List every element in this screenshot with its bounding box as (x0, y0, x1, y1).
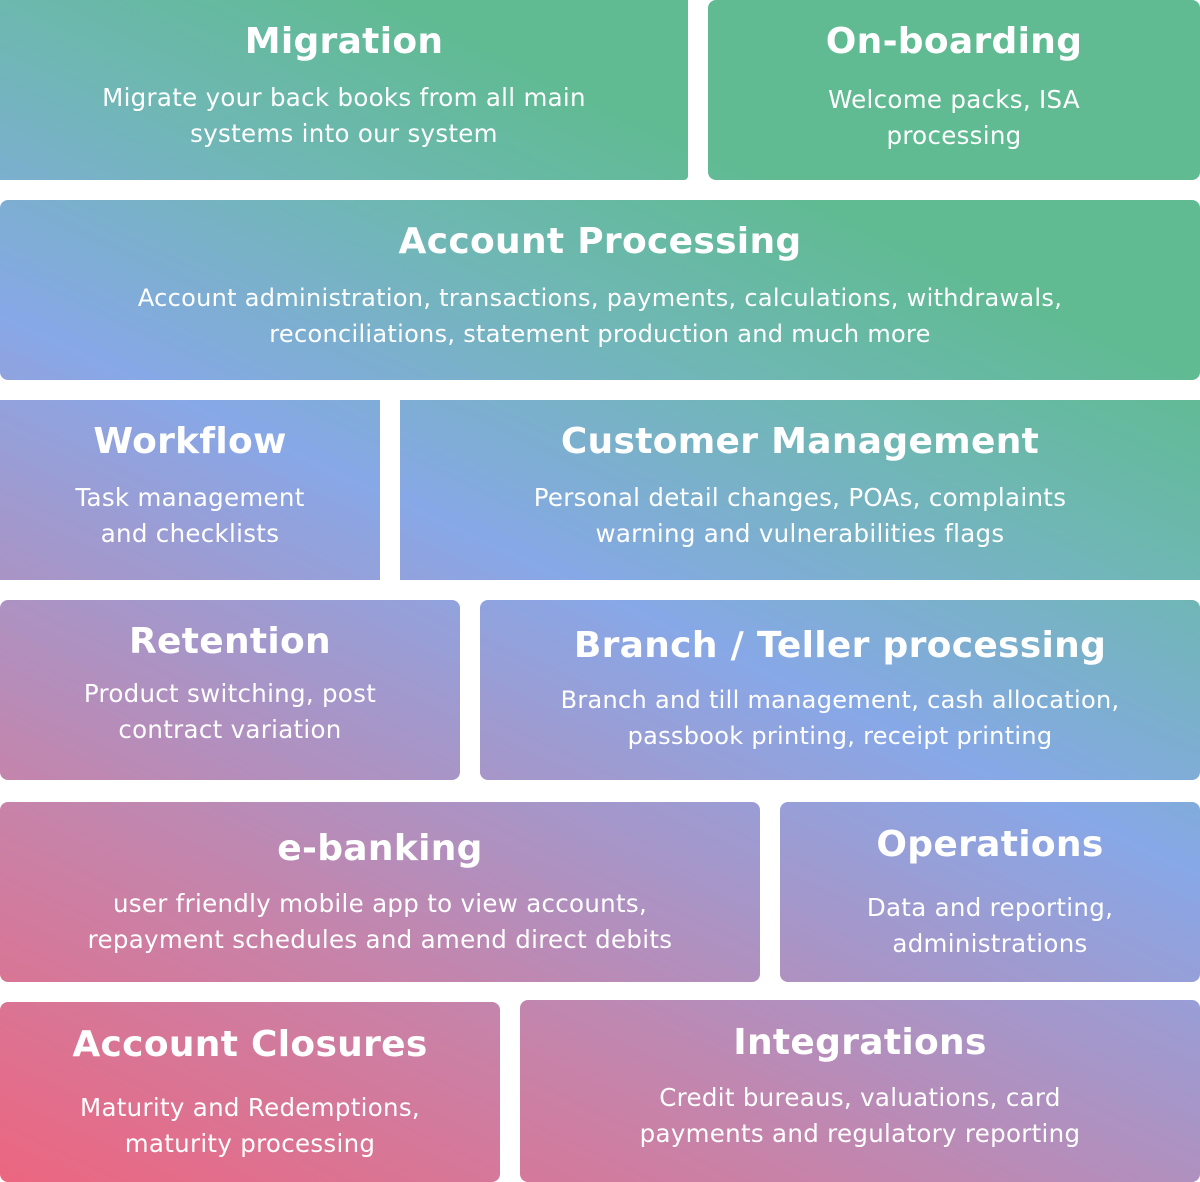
tile-title: Migration (244, 21, 444, 62)
tile-title: On-boarding (825, 21, 1083, 62)
tile-account-processing: Account Processing Account administratio… (0, 200, 1200, 380)
description-line: repayment schedules and amend direct deb… (87, 925, 673, 954)
description-line: Maturity and Redemptions, (80, 1093, 420, 1122)
description-line: contract variation (118, 715, 342, 744)
tile-title: Customer Management (560, 421, 1040, 462)
tile-description: Product switching, post contract variati… (0, 676, 460, 748)
tile-description: Maturity and Redemptions, maturity proce… (0, 1090, 500, 1162)
tile-title: Workflow (93, 421, 287, 462)
description-line: Task management (75, 483, 305, 512)
description-line: warning and vulnerabilities flags (595, 519, 1005, 548)
description-line: administrations (892, 929, 1088, 958)
description-line: reconciliations, statement production an… (269, 320, 931, 348)
tile-description: Account administration, transactions, pa… (0, 280, 1200, 352)
description-line: and checklists (100, 519, 280, 548)
tile-title: Integrations (733, 1022, 987, 1063)
description-line: Branch and till management, cash allocat… (560, 686, 1120, 714)
description-line: systems into our system (190, 119, 498, 148)
description-line: maturity processing (124, 1129, 376, 1158)
tile-title: e-banking (277, 828, 483, 869)
description-line: Credit bureaus, valuations, card (659, 1083, 1061, 1112)
tile-description: Personal detail changes, POAs, complaint… (400, 480, 1200, 552)
tile-workflow: Workflow Task management and checklists (0, 400, 380, 580)
description-line: Account administration, transactions, pa… (137, 284, 1063, 312)
tile-integrations: Integrations Credit bureaus, valuations,… (520, 1000, 1200, 1182)
description-line: Migrate your back books from all main (102, 83, 586, 112)
tile-description: Task management and checklists (0, 480, 380, 552)
tile-description: Data and reporting, administrations (780, 890, 1200, 962)
description-line: user friendly mobile app to view account… (112, 889, 648, 918)
tile-migration: Migration Migrate your back books from a… (0, 0, 688, 180)
description-line: Product switching, post (83, 679, 377, 708)
tile-account-closures: Account Closures Maturity and Redemption… (0, 1002, 500, 1182)
tile-title: Retention (128, 621, 331, 662)
tile-retention: Retention Product switching, post contra… (0, 600, 460, 780)
tile-description: Migrate your back books from all main sy… (0, 80, 688, 152)
tile-onboarding: On-boarding Welcome packs, ISA processin… (708, 0, 1200, 180)
description-line: passbook printing, receipt printing (627, 722, 1053, 750)
tile-title: Operations (876, 824, 1104, 865)
tile-description: Welcome packs, ISA processing (708, 82, 1200, 154)
tile-operations: Operations Data and reporting, administr… (780, 802, 1200, 982)
tile-title: Account Processing (398, 221, 802, 262)
tile-description: Credit bureaus, valuations, card payment… (520, 1080, 1200, 1152)
tile-description: user friendly mobile app to view account… (0, 886, 760, 958)
tile-branch-teller-processing: Branch / Teller processing Branch and ti… (480, 600, 1200, 780)
tile-title: Branch / Teller processing (573, 625, 1107, 666)
tile-title: Account Closures (72, 1024, 428, 1065)
description-line: Welcome packs, ISA (828, 85, 1080, 114)
description-line: Data and reporting, (866, 893, 1114, 922)
tile-description: Branch and till management, cash allocat… (480, 682, 1200, 754)
description-line: Personal detail changes, POAs, complaint… (533, 483, 1067, 512)
tile-customer-management: Customer Management Personal detail chan… (400, 400, 1200, 580)
description-line: processing (886, 121, 1022, 150)
tile-e-banking: e-banking user friendly mobile app to vi… (0, 802, 760, 982)
description-line: payments and regulatory reporting (639, 1119, 1081, 1148)
